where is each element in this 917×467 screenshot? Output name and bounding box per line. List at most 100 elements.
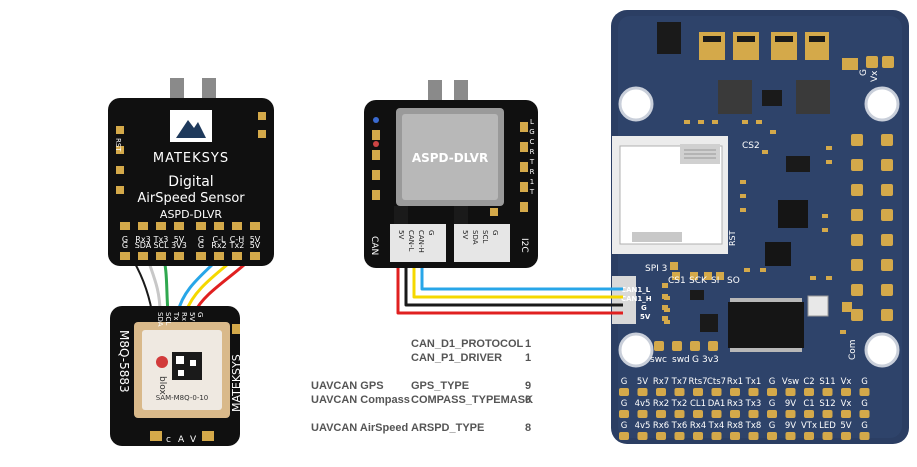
wire-can-g bbox=[404, 250, 623, 307]
param-uavcan-gps: UAVCAN GPS bbox=[311, 380, 384, 392]
svg-text:V: V bbox=[190, 435, 197, 445]
fc-pad bbox=[693, 388, 703, 396]
fc-label-swd: swd bbox=[672, 355, 690, 365]
gps-brand: MATEKSYS bbox=[230, 354, 243, 412]
airspeed-pin-label: SDA bbox=[135, 241, 152, 250]
fc-can-pin: CAN1_L bbox=[621, 286, 651, 294]
param-can-p1-driver-value: 1 bbox=[525, 352, 531, 364]
fc-pad bbox=[859, 410, 870, 418]
fc-pad-label: C2 bbox=[803, 377, 814, 387]
fc-pad bbox=[767, 432, 777, 440]
can-connector-pin-label: CAN-H bbox=[417, 230, 425, 253]
gps-pin-label: G bbox=[196, 312, 204, 317]
mcu-chip bbox=[728, 302, 804, 348]
can-connector-pin-label: G bbox=[427, 230, 435, 235]
fc-pad-label: Vsw bbox=[782, 377, 799, 387]
param-arspd-type: ARSPD_TYPE bbox=[411, 422, 484, 434]
baro-chip bbox=[765, 242, 791, 266]
fc-pad bbox=[841, 432, 851, 440]
airspeed-pin-label: G bbox=[198, 241, 204, 250]
fc-pad-label: G bbox=[769, 377, 776, 387]
fc-pad bbox=[785, 410, 796, 418]
mount-hole-bl bbox=[618, 332, 654, 368]
fc-label-cs2: CS2 bbox=[742, 141, 760, 151]
airspeed-pin-label: Rx3 bbox=[135, 235, 150, 244]
i2c-connector-pin-label: SCL bbox=[481, 230, 489, 243]
fc-pad-label: S12 bbox=[819, 399, 835, 409]
airspeed-pin-label: Tx3 bbox=[153, 235, 169, 244]
can-port-label: CAN bbox=[369, 236, 379, 255]
fc-pad-label: C1 bbox=[803, 399, 814, 409]
fc-pad-label: Tx8 bbox=[745, 421, 762, 431]
fc-pad bbox=[674, 388, 685, 396]
airspeed-pin-label: 5V bbox=[250, 235, 261, 244]
fc-label-spi3: SPI 3 bbox=[645, 264, 667, 274]
gps-pin-label: Tx bbox=[172, 311, 180, 320]
airspeed-line2: AirSpeed Sensor bbox=[137, 191, 245, 206]
fc-pad-label: CL1 bbox=[690, 399, 706, 409]
mountain-logo-icon bbox=[176, 120, 206, 138]
fc-label-g-top: G bbox=[859, 69, 869, 76]
airspeed-pin-label: SCL bbox=[153, 241, 169, 250]
fc-label-com: Com bbox=[848, 339, 858, 360]
airspeed-pin-label: C-L bbox=[213, 235, 226, 244]
fc-pad bbox=[693, 410, 703, 418]
fc-pad-label: G bbox=[861, 399, 868, 409]
fc-pad-label: Tx4 bbox=[708, 421, 725, 431]
fc-can-pin: 5V bbox=[640, 313, 651, 321]
param-compass-typemask-value: 0 bbox=[525, 394, 531, 406]
fc-pad-label: G bbox=[621, 377, 628, 387]
fc-pad bbox=[711, 388, 722, 396]
parameter-list: CAN_D1_PROTOCOL 1 CAN_P1_DRIVER 1 UAVCAN… bbox=[311, 338, 533, 434]
fc-bottom-pads bbox=[619, 388, 870, 440]
fc-pad bbox=[859, 432, 870, 440]
airspeed-pin-label: G bbox=[198, 235, 204, 244]
gps-chip-brand: blox bbox=[157, 376, 167, 395]
can-connector bbox=[390, 224, 446, 262]
fc-pad-label: Rx4 bbox=[690, 421, 706, 431]
fc-pad bbox=[841, 388, 851, 396]
param-can-d1-protocol-value: 1 bbox=[525, 338, 531, 350]
fc-pad-label: G bbox=[861, 377, 868, 387]
fc-pad bbox=[656, 410, 666, 418]
airspeed-brand: MATEKSYS bbox=[153, 151, 229, 166]
fc-pad-label: Rx2 bbox=[653, 399, 669, 409]
fc-pad bbox=[656, 388, 666, 396]
fc-pad-label: G bbox=[769, 421, 776, 431]
svg-text:c: c bbox=[166, 435, 171, 445]
fc-pad-labels: GGG5V4v54v5Rx7Rx2Rx6Tx7Tx2Tx6Rts7CL1Rx4C… bbox=[621, 377, 868, 431]
fc-label-so: SO bbox=[727, 276, 740, 286]
sd-card-slot bbox=[612, 136, 728, 254]
can-side-pin-label: L bbox=[530, 118, 534, 126]
fc-pad bbox=[619, 432, 629, 440]
can-side-pin-label: C bbox=[530, 138, 535, 146]
i2c-port-label: I2C bbox=[519, 238, 529, 253]
fc-pad bbox=[711, 432, 722, 440]
param-can-p1-driver: CAN_P1_DRIVER bbox=[411, 352, 502, 364]
fc-pad-label: Rx3 bbox=[727, 399, 743, 409]
flight-controller: CS2 RST SPI 3 CS1 SCK SI SO swc swd G 3v… bbox=[611, 10, 909, 444]
fc-pad-label: G bbox=[861, 421, 868, 431]
fc-pad-label: G bbox=[621, 421, 628, 431]
fc-pad bbox=[619, 388, 629, 396]
fc-pad-label: 4v5 bbox=[635, 399, 651, 409]
can-side-pin-label: R bbox=[530, 168, 535, 176]
fc-label-cs1: CS1 bbox=[668, 276, 686, 286]
fc-pad-label: S11 bbox=[819, 377, 835, 387]
gps-module: blox SAM-M8Q-0-10 M8Q-5883 MATEKSYS c A … bbox=[110, 306, 243, 446]
fc-can-pin: G bbox=[641, 304, 647, 312]
fc-pad bbox=[804, 388, 814, 396]
fc-label-rst: RST bbox=[728, 230, 737, 246]
airspeed-pin-label: 5V bbox=[174, 235, 185, 244]
fc-pad bbox=[656, 432, 666, 440]
fc-pad-label: Rx1 bbox=[727, 377, 743, 387]
airspeed-pin-label: 5V bbox=[250, 241, 261, 250]
can-connector-pin-label: 5V bbox=[397, 230, 405, 239]
gps-pin-label: SDA bbox=[156, 312, 164, 327]
fc-label-3v3: 3v3 bbox=[702, 355, 719, 365]
fc-pad-label: 4v5 bbox=[635, 421, 651, 431]
